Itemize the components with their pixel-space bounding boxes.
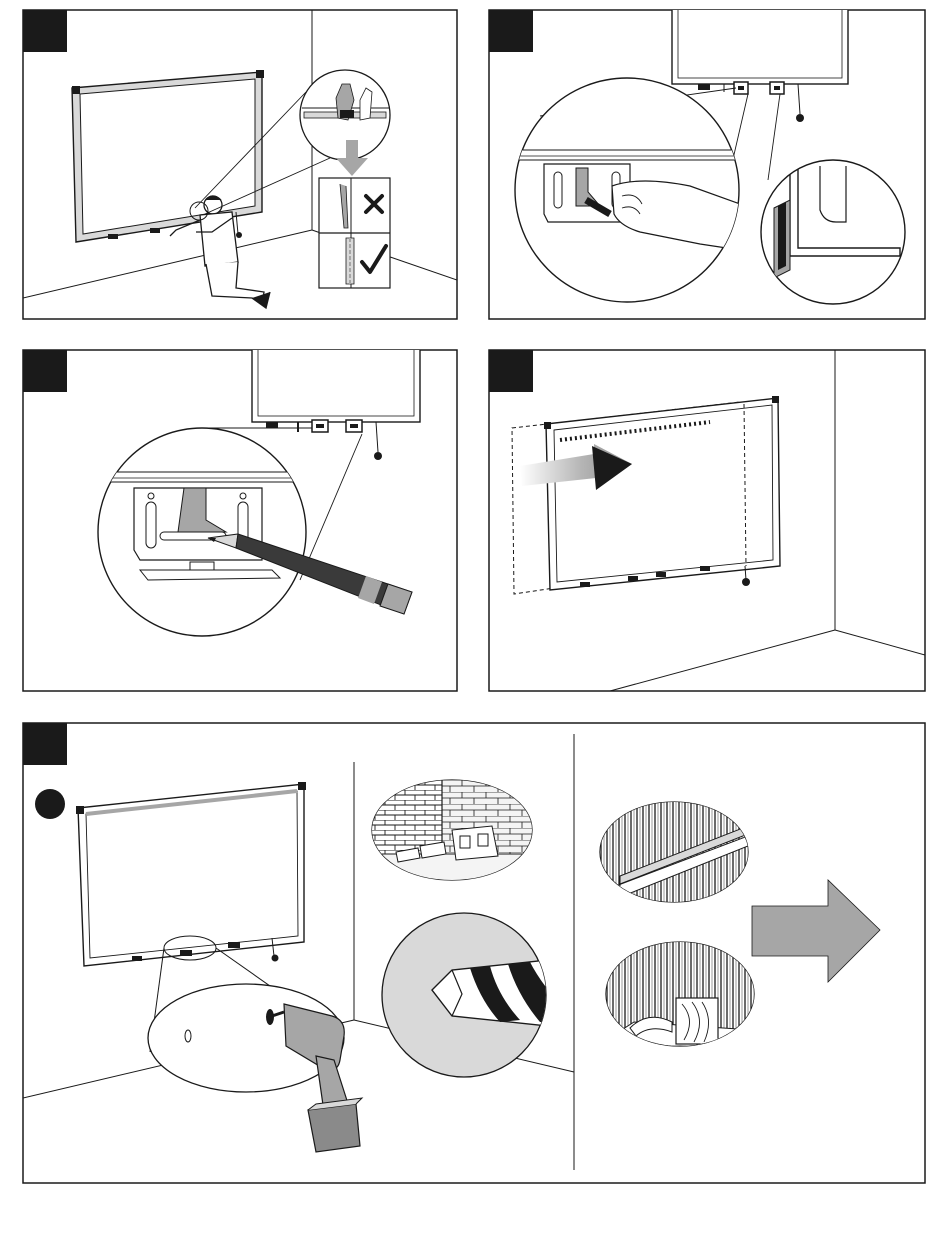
wall-type-steel-stud (600, 802, 748, 902)
comparison-boxes (319, 178, 390, 288)
panel-3 (23, 344, 457, 691)
wall-type-wood-stud (606, 942, 754, 1046)
step-label-3 (23, 350, 67, 392)
whiteboard (544, 396, 780, 590)
whiteboard (72, 70, 264, 242)
step-label-2 (489, 10, 533, 52)
drill-bit-icon (382, 913, 548, 1077)
step-label-5 (23, 723, 67, 765)
step-label-4 (489, 350, 533, 392)
whiteboard (76, 782, 306, 966)
substep-badge (35, 789, 65, 819)
detail-magnifier (98, 428, 308, 636)
panel-2 (489, 4, 925, 319)
step-label-1 (23, 10, 67, 52)
detail-magnifier (300, 70, 390, 160)
panel-4 (489, 350, 925, 691)
detail-magnifier-small (761, 160, 905, 304)
panel-5 (23, 723, 925, 1183)
panel-1 (23, 10, 457, 319)
